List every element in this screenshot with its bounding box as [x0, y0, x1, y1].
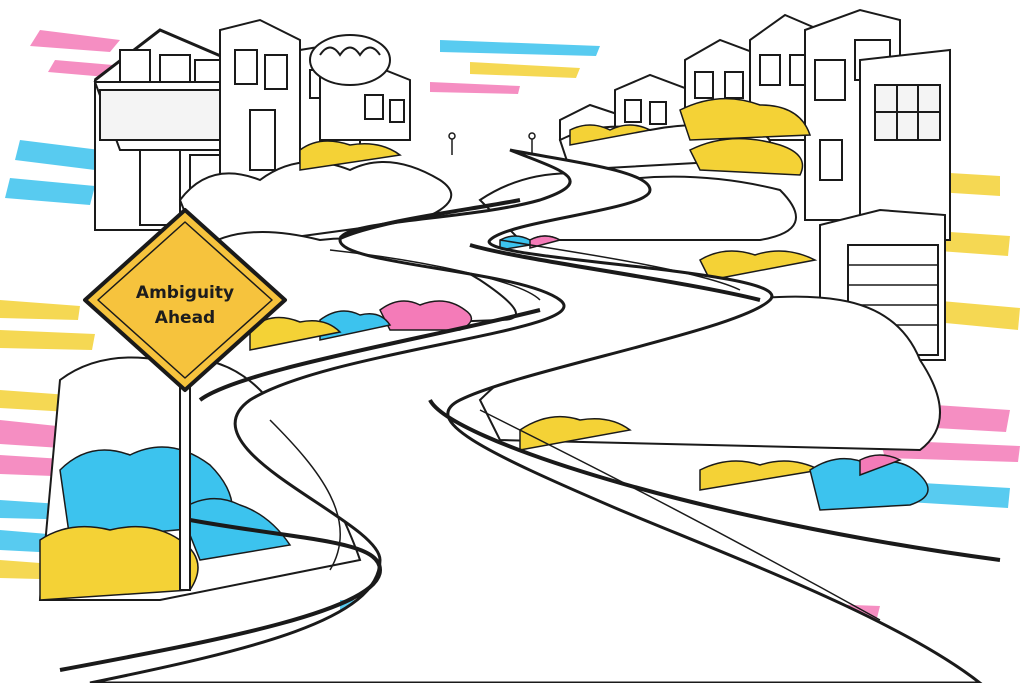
street-lamps — [448, 132, 536, 155]
sign-line-2: Ahead — [155, 308, 215, 328]
ambiguity-sign: Ambiguity Ahead — [83, 208, 287, 591]
sign-line-1: Ambiguity — [136, 283, 234, 303]
sign-board — [83, 208, 287, 392]
curbs — [59, 198, 1001, 672]
sign-post — [179, 384, 191, 591]
left-tree — [309, 34, 391, 86]
